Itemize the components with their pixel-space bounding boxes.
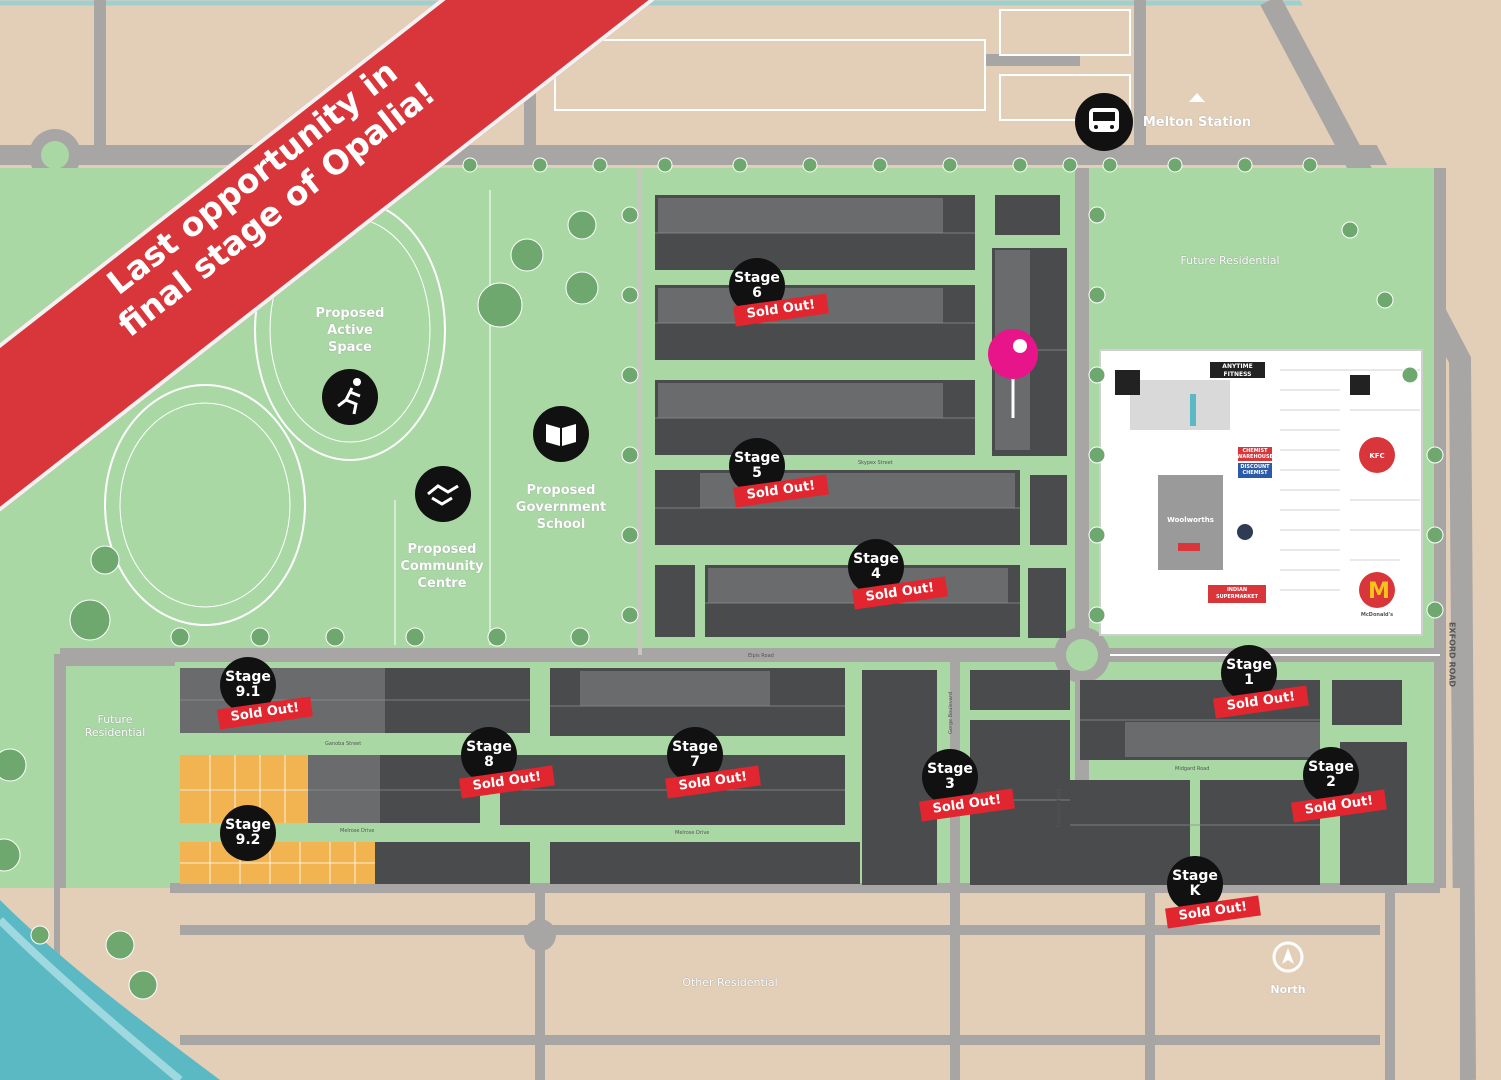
stage-word: Stage xyxy=(672,739,718,755)
stage-number: 9.2 xyxy=(235,832,261,848)
stage-word: Stage xyxy=(466,739,512,755)
stagek-block-b xyxy=(1200,780,1320,885)
stage-word: Stage xyxy=(734,270,780,286)
shop-accent xyxy=(1190,394,1196,426)
stage-word: Stage xyxy=(1226,657,1272,673)
svg-text:M: M xyxy=(1368,579,1390,604)
discount-chemist-sign xyxy=(1238,463,1272,478)
school-line-1: Proposed xyxy=(526,483,596,498)
book-icon xyxy=(533,406,589,462)
stage-word: Stage xyxy=(1308,759,1354,775)
roundabout-top-left-centre xyxy=(41,141,69,169)
stage4-block-a xyxy=(655,565,695,637)
mcdonalds-logo xyxy=(1359,572,1395,608)
stage-number: 6 xyxy=(752,285,762,301)
school-line-3: School xyxy=(536,517,586,532)
stage3-block-a xyxy=(970,670,1070,710)
roundabout-central-centre xyxy=(1066,639,1098,671)
street-midgard: Midgard Road xyxy=(1175,766,1210,772)
stage-number: 2 xyxy=(1326,774,1336,790)
chemist-sign xyxy=(1238,447,1272,461)
north-label: North xyxy=(1270,983,1306,996)
community-line-3: Centre xyxy=(417,576,467,591)
anytime-fitness-sign xyxy=(1210,362,1265,378)
stage-word: Stage xyxy=(853,551,899,567)
oval-2 xyxy=(104,384,306,626)
oval-2-inner xyxy=(119,402,291,608)
running-person-icon xyxy=(322,369,378,425)
anytime-fitness-label: ANYTIME FITNESS xyxy=(1222,363,1253,378)
school-line-2: Government xyxy=(515,500,607,515)
future-label-1: Future xyxy=(97,713,133,726)
stage-word: Stage xyxy=(734,450,780,466)
handshake-icon xyxy=(415,466,471,522)
indian-supermarket-sign xyxy=(1208,585,1266,603)
stage-number: 8 xyxy=(484,754,494,770)
stage-word: Stage xyxy=(927,761,973,777)
street-elpis: Elpis Road xyxy=(748,653,774,659)
woolworths-building xyxy=(1158,475,1223,570)
north-arrow-icon xyxy=(1272,941,1304,973)
mcdonalds-label: McDonald's xyxy=(1360,612,1394,618)
discount-chemist-label: DISCOUNT CHEMIST xyxy=(1240,464,1270,476)
woolworths-label: Woolworths xyxy=(1167,516,1214,524)
street-melrose-left: Melrose Drive xyxy=(340,828,375,834)
carpark-lines xyxy=(1280,369,1420,591)
street-edgeware: Edgeware Road xyxy=(1056,788,1063,828)
stage-number: 4 xyxy=(871,566,881,582)
exford-road-label: EXFORD ROAD xyxy=(1447,621,1457,688)
indian-supermarket-label: INDIAN SUPERMARKET xyxy=(1216,587,1258,600)
future-residential-right-label: Future Residential xyxy=(1180,254,1280,267)
stage-word: Stage xyxy=(225,669,271,685)
proposed-community-label: Proposed Community Centre xyxy=(388,541,496,592)
street-gorge: Gorge Boulevard xyxy=(948,691,955,735)
stage-word: Stage xyxy=(225,817,271,833)
community-line-1: Proposed xyxy=(407,542,477,557)
future-residential-left-label: Future Residential xyxy=(70,713,160,739)
lot-top-2 xyxy=(999,9,1131,56)
active-line-2: Active xyxy=(327,323,373,338)
street-skypex: Skypex Street xyxy=(858,460,893,466)
street-melrose-mid: Melrose Drive xyxy=(675,830,710,836)
future-label-2: Residential xyxy=(84,726,146,739)
melton-station-label: Melton Station xyxy=(1142,115,1252,130)
kfc-label: KFC xyxy=(1369,452,1385,460)
proposed-school-label: Proposed Government School xyxy=(500,482,622,533)
other-residential-label: Other Residential xyxy=(682,976,778,989)
water-edge xyxy=(0,917,183,1080)
street-ganoba: Ganoba Street xyxy=(325,741,362,747)
pin-head xyxy=(988,329,1038,379)
proposed-active-space-label: Proposed Active Space xyxy=(295,305,405,356)
kfc-logo xyxy=(1359,437,1395,473)
water xyxy=(0,900,220,1080)
arrow-up-icon xyxy=(1189,93,1205,102)
stage-number: 7 xyxy=(690,754,700,770)
community-line-2: Community xyxy=(400,559,484,574)
stage-number: 1 xyxy=(1244,672,1254,688)
active-line-3: Space xyxy=(328,340,372,355)
stage-number: K xyxy=(1189,883,1201,899)
stage-word: Stage xyxy=(1172,868,1218,884)
roundabout-south xyxy=(524,919,556,951)
lot-top-1 xyxy=(554,39,986,111)
trees xyxy=(0,157,1444,1000)
stagek-block-a xyxy=(1070,780,1190,885)
chemist-label: CHEMIST WAREHOUSE xyxy=(1237,448,1273,460)
shop-k-sign xyxy=(1115,370,1140,395)
active-line-1: Proposed xyxy=(315,306,385,321)
stage-number: 9.1 xyxy=(235,684,261,700)
stage-number: 3 xyxy=(945,776,955,792)
stage-number: 5 xyxy=(752,465,762,481)
